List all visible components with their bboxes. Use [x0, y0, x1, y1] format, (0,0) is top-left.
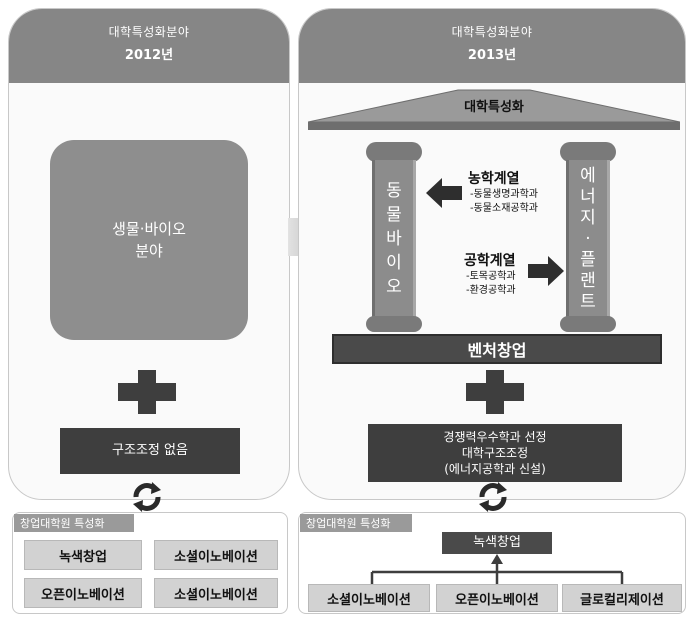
plus-icon-right	[466, 370, 524, 414]
green-startup-box: 녹색창업	[442, 532, 552, 554]
panel-2013-header-title: 대학특성화분야	[451, 25, 533, 39]
arrow-left-icon	[426, 178, 462, 208]
arrow-right-shape	[528, 256, 564, 286]
plus-icon-left-shape	[118, 370, 176, 414]
bio-focus-line2: 분야	[135, 242, 163, 260]
cycle-icon-left	[130, 480, 164, 514]
startup-item-2012: 소셜이노베이션	[154, 578, 278, 608]
startup-item-2012: 소셜이노베이션	[154, 540, 278, 570]
panel-2013-header: 대학특성화분야 2013년	[299, 9, 685, 83]
startup-item-2012: 오픈이노베이션	[24, 578, 142, 608]
cycle-icon-left-shape	[133, 482, 161, 512]
pillar-left-char: 물	[386, 205, 402, 225]
startup-item-2013: 글로컬리제이션	[562, 584, 682, 612]
arrow-left-shape	[426, 178, 462, 208]
pillar-right-char: 트	[580, 291, 596, 312]
pillar-left-base	[366, 316, 422, 332]
pillar-right-base	[560, 316, 616, 332]
roof-label: 대학특성화	[464, 100, 524, 115]
pillar-left-char: 이	[386, 253, 402, 273]
agri-item: -동물소재공학과	[470, 203, 539, 214]
plus-icon-left	[118, 370, 176, 414]
agri-title: 농학계열	[468, 171, 520, 187]
restructure-line3: (에너지공학과 신설)	[444, 462, 546, 476]
startup-box-2012-title: 창업대학원 특성화	[14, 514, 134, 532]
temple-roof	[307, 86, 681, 130]
pillar-right: 에 너 지 · 플 랜 트	[566, 160, 610, 318]
pillar-left-capital	[366, 142, 422, 162]
temple-roof-shape	[307, 89, 681, 130]
pillar-right-char: 랜	[580, 270, 596, 291]
pillar-right-char: 지	[580, 207, 596, 228]
startup-item-2013: 오픈이노베이션	[436, 584, 558, 612]
panel-2013-header-year: 2013년	[467, 48, 517, 63]
bio-focus-box: 생물·바이오 분야	[50, 140, 248, 340]
no-restructure-box: 구조조정 없음	[60, 428, 240, 474]
startup-box-2013-title: 창업대학원 특성화	[300, 514, 412, 532]
panel-2012-header-year: 2012년	[124, 48, 174, 63]
pillar-right-text: 에 너 지 · 플 랜 트	[569, 160, 607, 318]
pillar-left-char: 바	[386, 229, 402, 249]
pillar-right-char: ·	[585, 228, 591, 249]
cycle-icon-right-shape	[479, 482, 507, 512]
green-startup-label: 녹색창업	[473, 535, 521, 550]
cycle-icon-right	[476, 480, 510, 514]
panel-2012-header-title: 대학특성화분야	[108, 25, 190, 39]
pillar-right-char: 플	[580, 249, 596, 270]
eng-title: 공학계열	[464, 253, 516, 269]
pillar-left-char: 오	[386, 277, 402, 297]
startup-item-2012: 녹색창업	[24, 540, 142, 570]
agri-item: -동물생명과학과	[470, 189, 539, 200]
panel-2012-header: 대학특성화분야 2012년	[9, 9, 289, 83]
eng-item: -토목공학과	[466, 271, 516, 282]
restructure-line1: 경쟁력우수학과 선정	[443, 430, 547, 444]
restructure-line2: 대학구조조정	[461, 446, 529, 460]
connector-tree-shape	[370, 554, 624, 584]
eng-item: -환경공학과	[466, 285, 516, 296]
pillar-right-char: 에	[580, 165, 596, 186]
pillar-left: 동 물 바 이 오	[372, 160, 416, 318]
pillar-right-char: 너	[580, 186, 596, 207]
venture-base: 벤처창업	[332, 334, 662, 364]
no-restructure-label: 구조조정 없음	[112, 443, 188, 458]
connector-tree	[298, 554, 686, 584]
restructure-box-2013: 경쟁력우수학과 선정 대학구조조정 (에너지공학과 신설)	[368, 424, 622, 482]
plus-icon-right-shape	[466, 370, 524, 414]
pillar-left-char: 동	[386, 181, 402, 201]
arrow-right-icon	[528, 256, 564, 286]
startup-item-2013: 소셜이노베이션	[308, 584, 430, 612]
pillar-left-text: 동 물 바 이 오	[375, 160, 413, 318]
bio-focus-line1: 생물·바이오	[112, 220, 186, 238]
venture-base-label: 벤처창업	[467, 341, 527, 360]
pillar-right-capital	[560, 142, 616, 162]
